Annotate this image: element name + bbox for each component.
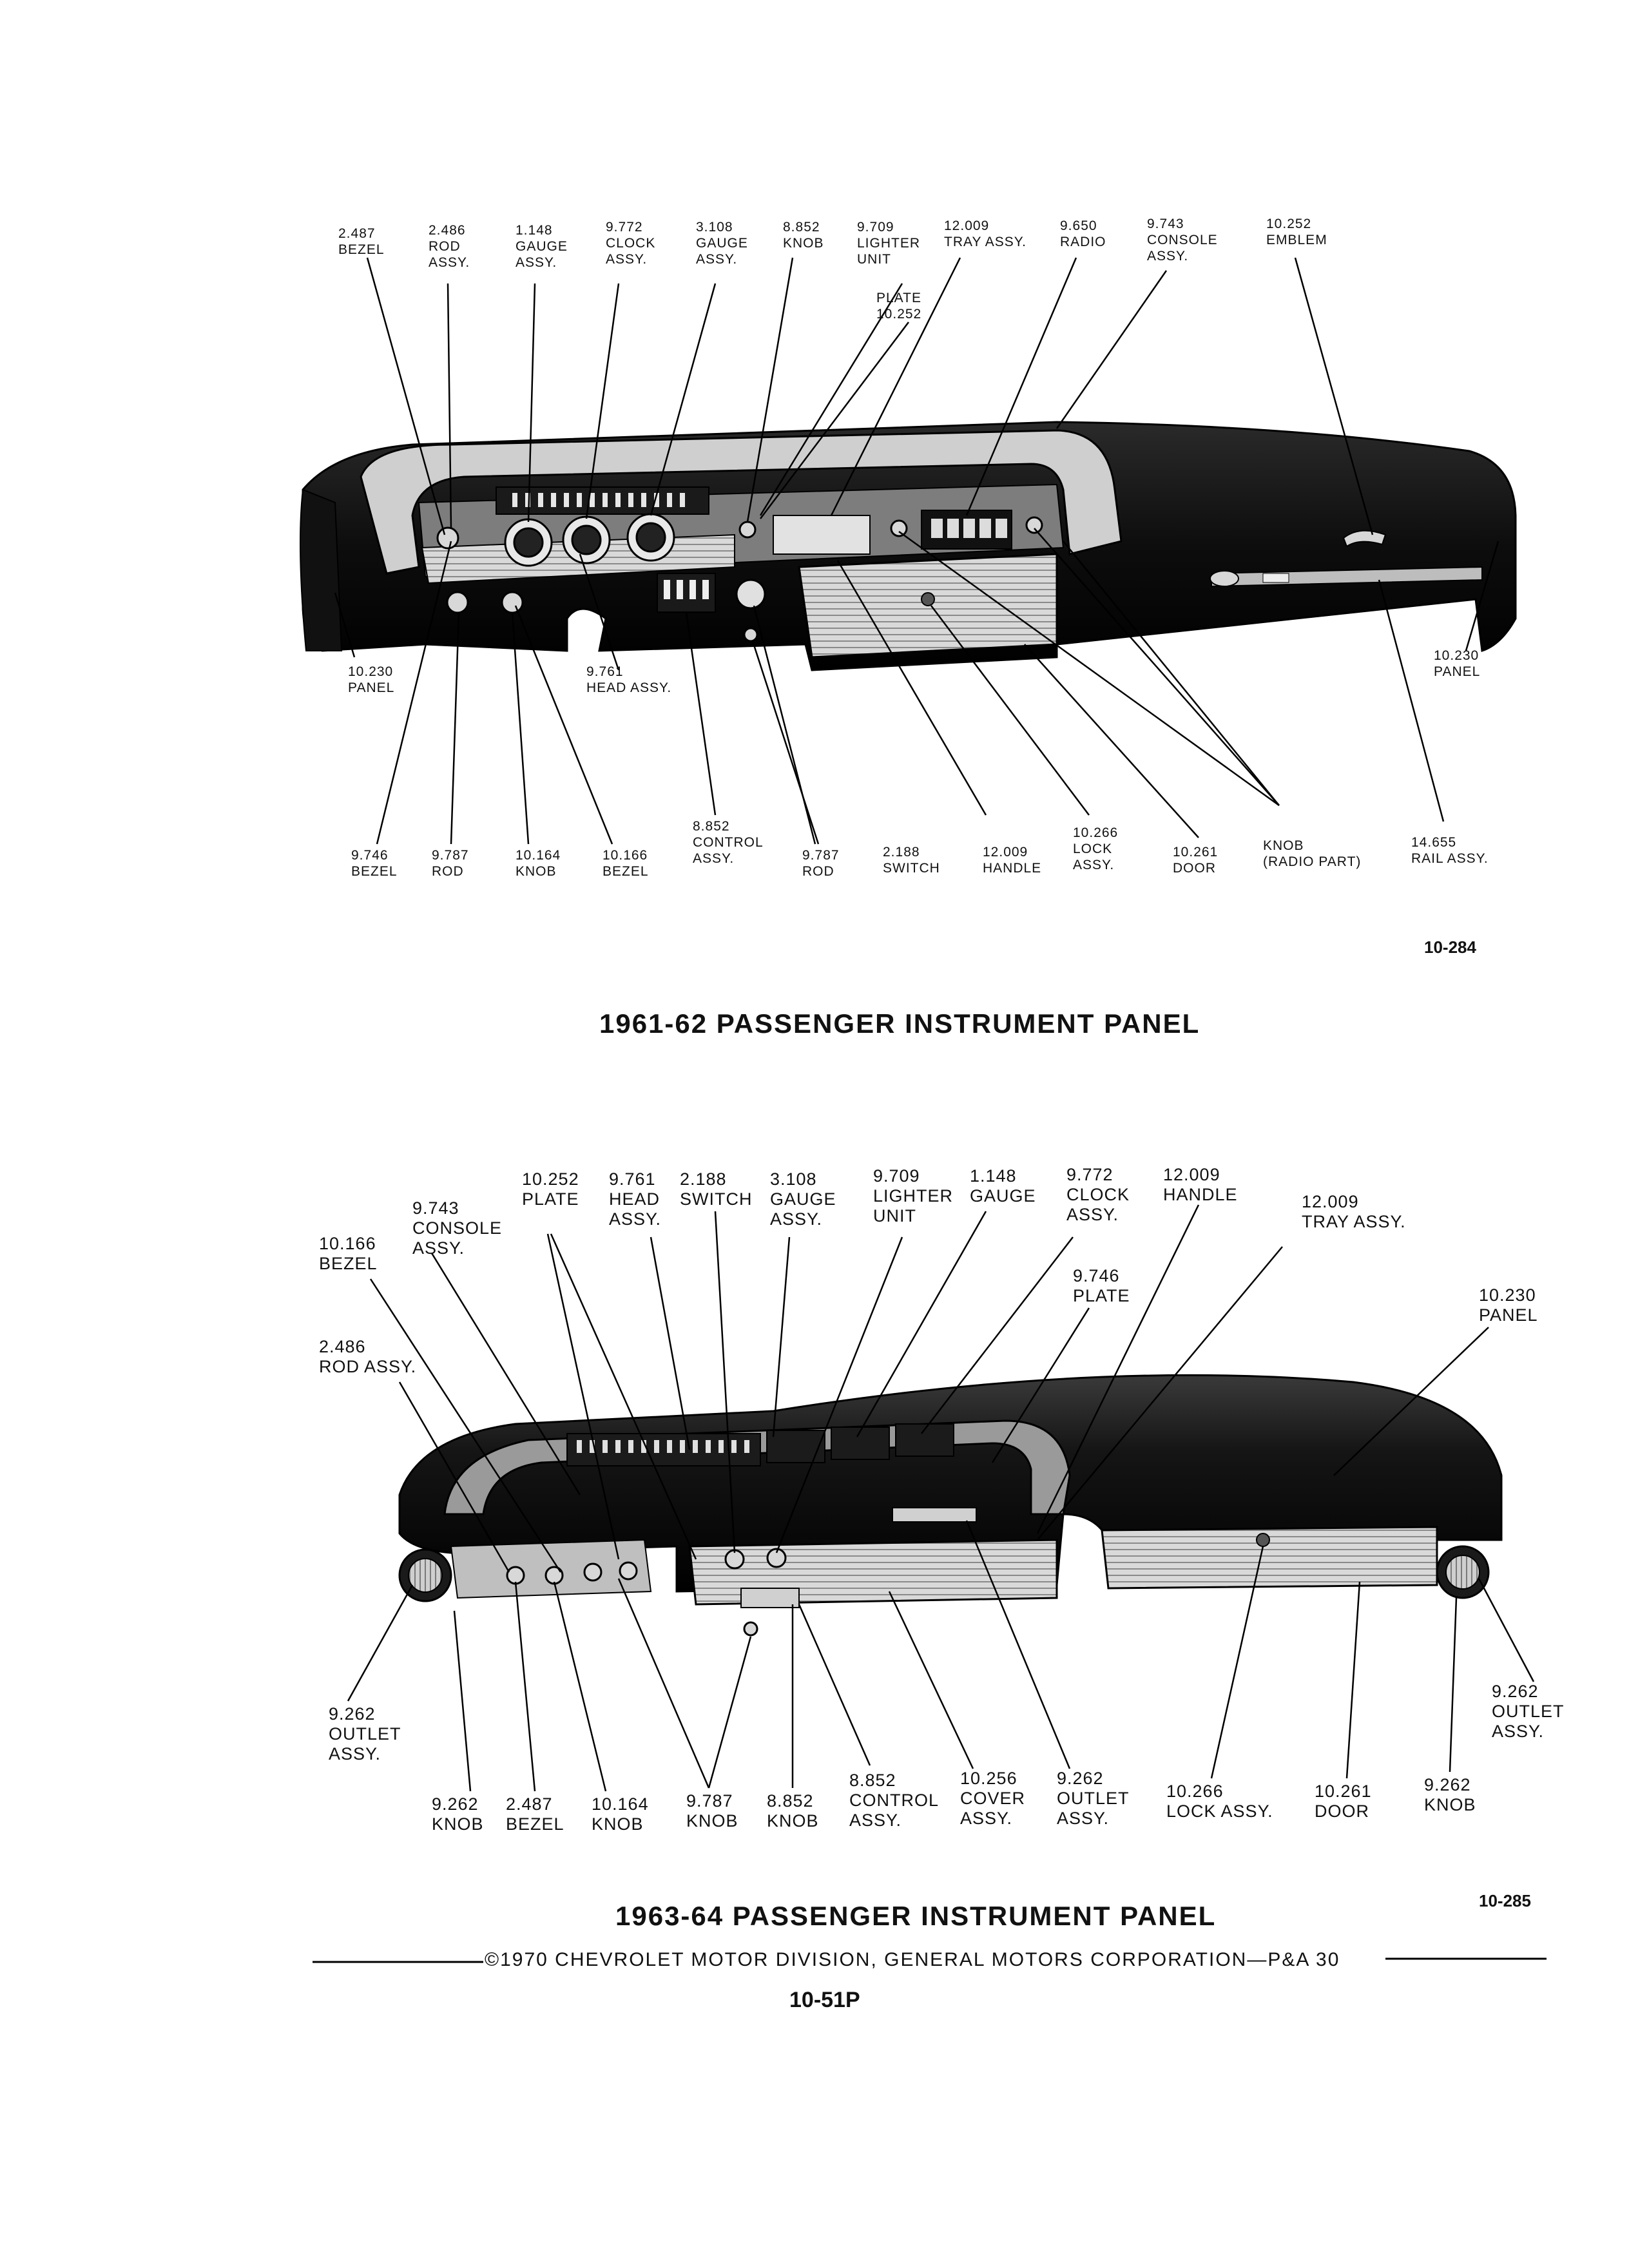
- callout-fig1-b11: KNOB(RADIO PART): [1263, 838, 1362, 869]
- figure1-title: 1961-62 PASSENGER INSTRUMENT PANEL: [599, 1008, 1200, 1039]
- leader-lines-fig1: [334, 257, 1499, 845]
- figure2-title: 1963-64 PASSENGER INSTRUMENT PANEL: [615, 1901, 1217, 1931]
- figure2-number: 10-285: [1479, 1891, 1531, 1910]
- dash-1961-62-illustration: [300, 421, 1517, 671]
- figure1-number: 10-284: [1424, 937, 1476, 957]
- dash-1963-64-illustration: [398, 1374, 1503, 1637]
- footer-copyright: ©1970 CHEVROLET MOTOR DIVISION, GENERAL …: [485, 1949, 1340, 1970]
- leader-lines-fig2: [347, 1204, 1535, 1792]
- footer-page-code: 10-51P: [789, 1988, 860, 2012]
